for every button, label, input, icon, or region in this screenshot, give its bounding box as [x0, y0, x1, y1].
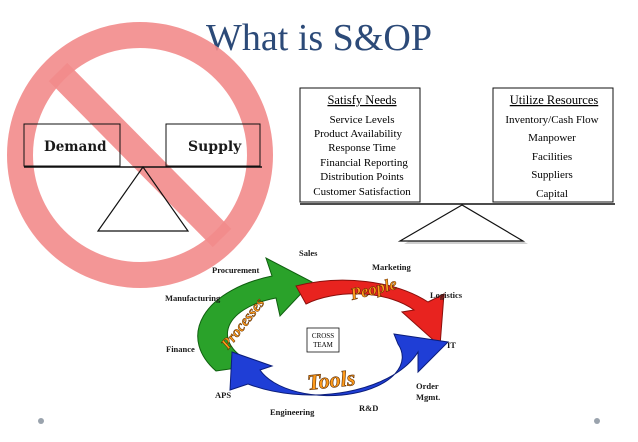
- satisfy-needs-box: [299, 87, 421, 203]
- function-label: Manufacturing: [165, 293, 221, 303]
- corner-dot: [38, 418, 44, 424]
- cross-team-box: [306, 327, 340, 353]
- satisfy-item: Distribution Points: [320, 171, 403, 183]
- balanced-scale: Satisfy Needs Service Levels Product Ava…: [299, 87, 615, 244]
- satisfy-item: Product Availability: [314, 128, 403, 140]
- function-label: Sales: [299, 248, 318, 258]
- tools-label: Tools: [306, 365, 356, 395]
- processes-arrow: [197, 256, 313, 372]
- prohibition-slash: [48, 62, 232, 248]
- corner-dot: [594, 418, 600, 424]
- function-label: IT: [447, 340, 456, 350]
- cross-team-cycle: Processes People Tools CROSS TEAM Sales …: [165, 248, 463, 417]
- slide-title: What is S&OP: [206, 17, 432, 59]
- tools-arrow: [229, 333, 450, 397]
- left-fulcrum: [96, 165, 190, 232]
- satisfy-item: Customer Satisfaction: [313, 186, 411, 198]
- function-label: APS: [215, 390, 231, 400]
- utilize-resources-box: [492, 87, 614, 203]
- satisfy-item: Response Time: [328, 142, 396, 154]
- people-label: People: [347, 274, 399, 304]
- right-fulcrum: [397, 204, 526, 242]
- prohibited-balance: Demand Supply: [7, 22, 273, 288]
- supply-box: [165, 123, 261, 167]
- utilize-item: Facilities: [532, 151, 572, 163]
- function-label: Engineering: [270, 407, 315, 417]
- function-label: Mgmt.: [416, 392, 440, 402]
- satisfy-item: Service Levels: [329, 114, 394, 126]
- utilize-resources-title: Utilize Resources: [510, 93, 599, 107]
- function-label: R&D: [359, 403, 378, 413]
- people-arrow: [295, 279, 445, 348]
- utilize-item: Suppliers: [531, 169, 573, 181]
- cross-team-line1: CROSS: [312, 332, 334, 340]
- function-label: Finance: [166, 344, 195, 354]
- satisfy-needs-title: Satisfy Needs: [327, 93, 396, 107]
- supply-label: Supply: [188, 139, 242, 155]
- demand-label: Demand: [44, 139, 107, 155]
- demand-box: [23, 123, 121, 167]
- satisfy-item: Financial Reporting: [320, 157, 408, 169]
- function-label: Marketing: [372, 262, 411, 272]
- utilize-item: Manpower: [528, 132, 576, 144]
- utilize-item: Inventory/Cash Flow: [505, 114, 598, 126]
- utilize-item: Capital: [536, 188, 568, 200]
- function-label: Order: [416, 381, 439, 391]
- cross-team-line2: TEAM: [313, 341, 334, 349]
- function-label: Logistics: [430, 290, 463, 300]
- function-label: Procurement: [212, 265, 260, 275]
